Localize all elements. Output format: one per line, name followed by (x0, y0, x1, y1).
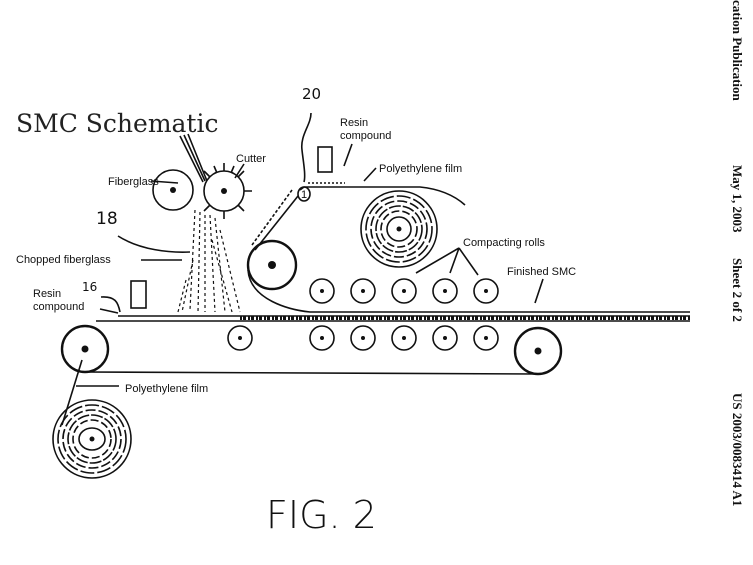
resin-top-leader (343, 143, 353, 167)
redirect-roll (246, 239, 298, 291)
publication-type: cation Publication (730, 0, 745, 102)
finished-smc-leader (534, 278, 544, 304)
label-chopped-fiberglass: Chopped fiberglass (16, 254, 111, 266)
ref-number-1: 1 (301, 189, 307, 201)
sheet-number: Sheet 2 of 2 (730, 258, 745, 322)
bottom-film-feed-line (61, 359, 83, 426)
label-resin-compound-left-2: compound (33, 301, 84, 313)
fiberglass-strands (179, 133, 208, 183)
label-resin-compound-top-2: compound (340, 130, 391, 142)
label-polyethylene-film-bottom: Polyethylene film (125, 383, 208, 395)
label-compacting-rolls: Compacting rolls (463, 237, 545, 249)
label-resin-compound-left-1: Resin (33, 288, 61, 300)
top-film-line (299, 186, 466, 206)
bottom-resin-hopper (130, 280, 147, 309)
publication-date: May 1, 2003 (730, 165, 745, 233)
top-film-resin-dots (251, 189, 293, 246)
feed-roll (152, 169, 194, 211)
publication-number: US 2003/0083414 A1 (730, 393, 745, 506)
label-resin-compound-top-1: Resin (340, 117, 368, 129)
compacting-rolls-leaders (415, 247, 479, 276)
ref-20-leader (301, 112, 312, 183)
compacting-rolls-top (309, 278, 499, 304)
cutter-leader (234, 163, 245, 179)
bottom-film-supply-roll (52, 399, 132, 479)
label-polyethylene-film-top: Polyethylene film (379, 163, 462, 175)
top-film-supply-roll (360, 190, 438, 268)
top-film-descent (254, 195, 299, 251)
top-film-onto-sheet (247, 269, 690, 313)
figure-title: SMC Schematic (16, 109, 218, 138)
ref-number-16: 16 (82, 280, 97, 294)
figure-caption: FIG. 2 (266, 493, 377, 537)
label-finished-smc: Finished SMC (507, 266, 576, 278)
ref-18-leader (117, 235, 191, 253)
label-cutter: Cutter (236, 153, 266, 165)
resin-left-leaders (99, 296, 121, 314)
top-resin-hopper (317, 146, 333, 173)
ref-number-20: 20 (302, 85, 321, 103)
poly-top-leader (363, 167, 377, 182)
smc-sheet-band (96, 315, 690, 322)
compacting-rolls-bottom (227, 325, 499, 351)
cutter-roll (203, 163, 252, 219)
patent-header: cation Publication May 1, 2003 Sheet 2 o… (730, 0, 745, 506)
label-fiberglass: Fiberglass (108, 176, 159, 188)
belt-return-line (84, 371, 539, 375)
chopped-fiber-cascade (177, 209, 241, 313)
ref-number-18: 18 (96, 209, 118, 229)
